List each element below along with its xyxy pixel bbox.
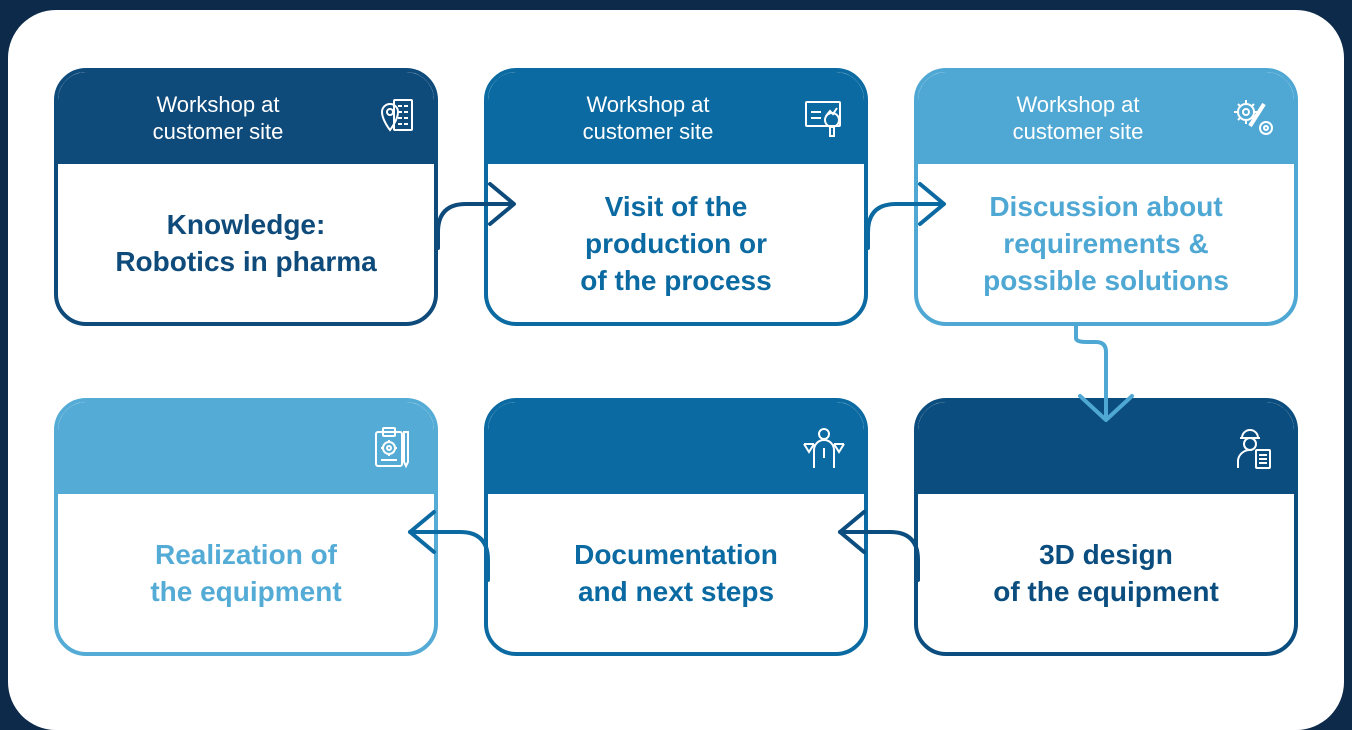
- step-header: [58, 402, 434, 494]
- step-card-discussion: Workshop at customer site Discussion abo…: [914, 68, 1298, 326]
- step-body: Knowledge: Robotics in pharma: [58, 164, 434, 322]
- clipboard-gear-pen-icon: [375, 427, 409, 469]
- step-title: Documentation and next steps: [574, 539, 778, 607]
- step-header-label: Workshop at customer site: [1012, 92, 1144, 144]
- person-balance-icon: [803, 428, 845, 468]
- step-card-visit: Workshop at customer site Visit of the p…: [484, 68, 868, 326]
- step-title: Realization of the equipment: [150, 539, 342, 607]
- step-body: Realization of the equipment: [58, 494, 434, 652]
- step-title: 3D design of the equipment: [993, 539, 1219, 607]
- gear-wrench-icon: [1234, 100, 1273, 135]
- step-card-documentation: Documentation and next steps: [484, 398, 868, 656]
- step-title: Knowledge: Robotics in pharma: [115, 209, 377, 277]
- step-body: Visit of the production or of the proces…: [488, 164, 864, 322]
- step-card-realization: Realization of the equipment: [54, 398, 438, 656]
- step-body: Discussion about requirements & possible…: [918, 164, 1294, 322]
- step-title: Visit of the production or of the proces…: [580, 190, 772, 296]
- step-header-label: Workshop at customer site: [152, 92, 284, 144]
- step-body: Documentation and next steps: [488, 494, 864, 652]
- step-title: Discussion about requirements & possible…: [983, 190, 1229, 296]
- step-header: Workshop at customer site: [488, 72, 864, 164]
- arrow-step4-to-step5: [838, 510, 920, 582]
- presentation-board-icon: [805, 101, 841, 137]
- engineer-clipboard-icon: [1237, 429, 1271, 469]
- step-card-knowledge: Workshop at customer site Knowledge: Rob…: [54, 68, 438, 326]
- step-body: 3D design of the equipment: [918, 494, 1294, 652]
- arrow-step2-to-step3: [866, 182, 946, 250]
- step-header: Workshop at customer site: [58, 72, 434, 164]
- location-building-icon: [380, 99, 413, 132]
- step-header: Workshop at customer site: [918, 72, 1294, 164]
- arrow-step5-to-step6: [408, 510, 490, 582]
- step-card-3d-design: 3D design of the equipment: [914, 398, 1298, 656]
- arrow-step1-to-step2: [436, 182, 516, 250]
- step-header-label: Workshop at customer site: [582, 92, 714, 144]
- arrow-step3-to-step4: [1074, 324, 1134, 422]
- step-header: [488, 402, 864, 494]
